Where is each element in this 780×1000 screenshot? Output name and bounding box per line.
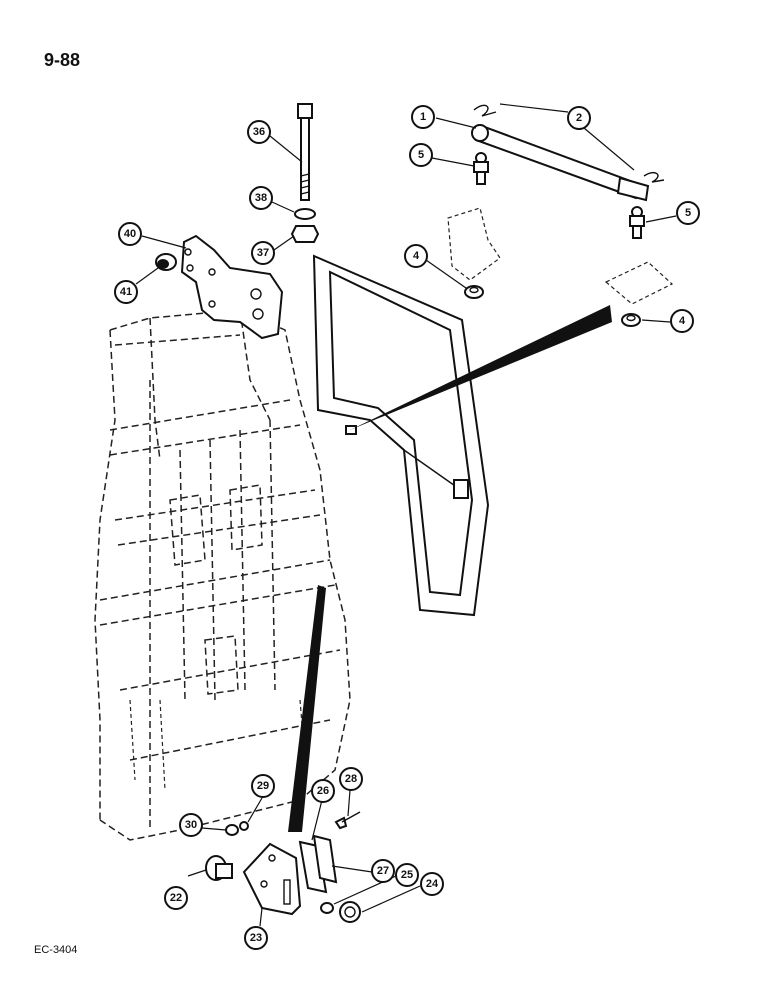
ball-stud-right <box>629 206 645 239</box>
hinge-screw <box>334 811 361 830</box>
callout-41: 41 <box>114 280 138 304</box>
svg-text:4: 4 <box>413 250 420 262</box>
callout-27: 27 <box>371 859 395 883</box>
callout-37: 37 <box>251 241 275 265</box>
callout-25: 25 <box>395 863 419 887</box>
callout-5-right: 5 <box>676 201 700 225</box>
callout-1: 1 <box>411 105 435 129</box>
hinge-shim-a <box>298 840 328 894</box>
svg-text:37: 37 <box>257 247 269 259</box>
svg-text:41: 41 <box>120 286 132 298</box>
callout-38: 38 <box>249 186 273 210</box>
nut-lower <box>621 313 641 327</box>
ball-stud-left <box>473 152 489 185</box>
svg-text:23: 23 <box>250 932 262 944</box>
gas-strut <box>471 124 650 202</box>
callout-4-upper: 4 <box>404 244 428 268</box>
hinge-plate <box>242 842 302 916</box>
callout-28: 28 <box>339 767 363 791</box>
hinge-shim-b <box>312 834 338 884</box>
hinge-nut <box>290 225 320 243</box>
detail-pointer-hinge-plate <box>288 585 326 832</box>
leader-lines <box>135 103 677 927</box>
callout-22: 22 <box>164 886 188 910</box>
svg-text:5: 5 <box>685 207 691 219</box>
svg-text:38: 38 <box>255 192 267 204</box>
callout-36: 36 <box>247 120 271 144</box>
svg-text:40: 40 <box>124 228 136 240</box>
callout-40: 40 <box>118 222 142 246</box>
door-hinge-bracket <box>180 234 284 340</box>
washer-25 <box>320 902 334 914</box>
spacer-24 <box>339 901 361 923</box>
rubber-bumper <box>155 253 177 271</box>
svg-text:27: 27 <box>377 865 389 877</box>
svg-text:5: 5 <box>418 149 424 161</box>
svg-text:4: 4 <box>679 315 686 327</box>
page-number: 9-88 <box>44 50 81 70</box>
callout-23: 23 <box>244 926 268 950</box>
small-nut-30 <box>225 824 239 836</box>
callout-29: 29 <box>251 774 275 798</box>
callout-26: 26 <box>311 779 335 803</box>
callout-5-left: 5 <box>409 143 433 167</box>
callout-30: 30 <box>179 813 203 837</box>
svg-text:28: 28 <box>345 773 357 785</box>
cab-frame-outline <box>94 309 351 841</box>
svg-text:30: 30 <box>185 819 197 831</box>
svg-text:25: 25 <box>401 869 413 881</box>
detail-pointer-latch <box>350 305 612 430</box>
strut-bracket-upper <box>447 207 501 281</box>
strut-bracket-lower <box>604 261 674 305</box>
hinge-washer <box>294 208 316 220</box>
retaining-clip-lower <box>643 172 665 183</box>
svg-text:1: 1 <box>420 111 426 123</box>
pivot-pin <box>205 855 233 881</box>
figure-code: EC-3404 <box>34 944 78 956</box>
hinge-bolt <box>297 103 313 201</box>
svg-text:36: 36 <box>253 126 265 138</box>
door-frame <box>312 254 490 617</box>
svg-text:2: 2 <box>576 112 582 124</box>
callout-2: 2 <box>567 106 591 130</box>
small-washer-29 <box>239 821 249 831</box>
callout-4-lower: 4 <box>670 309 694 333</box>
callout-24: 24 <box>420 872 444 896</box>
svg-text:26: 26 <box>317 785 329 797</box>
svg-text:22: 22 <box>170 892 182 904</box>
svg-text:29: 29 <box>257 780 269 792</box>
svg-text:24: 24 <box>426 878 439 890</box>
nut-upper <box>464 285 484 299</box>
retaining-clip-upper <box>473 104 497 117</box>
